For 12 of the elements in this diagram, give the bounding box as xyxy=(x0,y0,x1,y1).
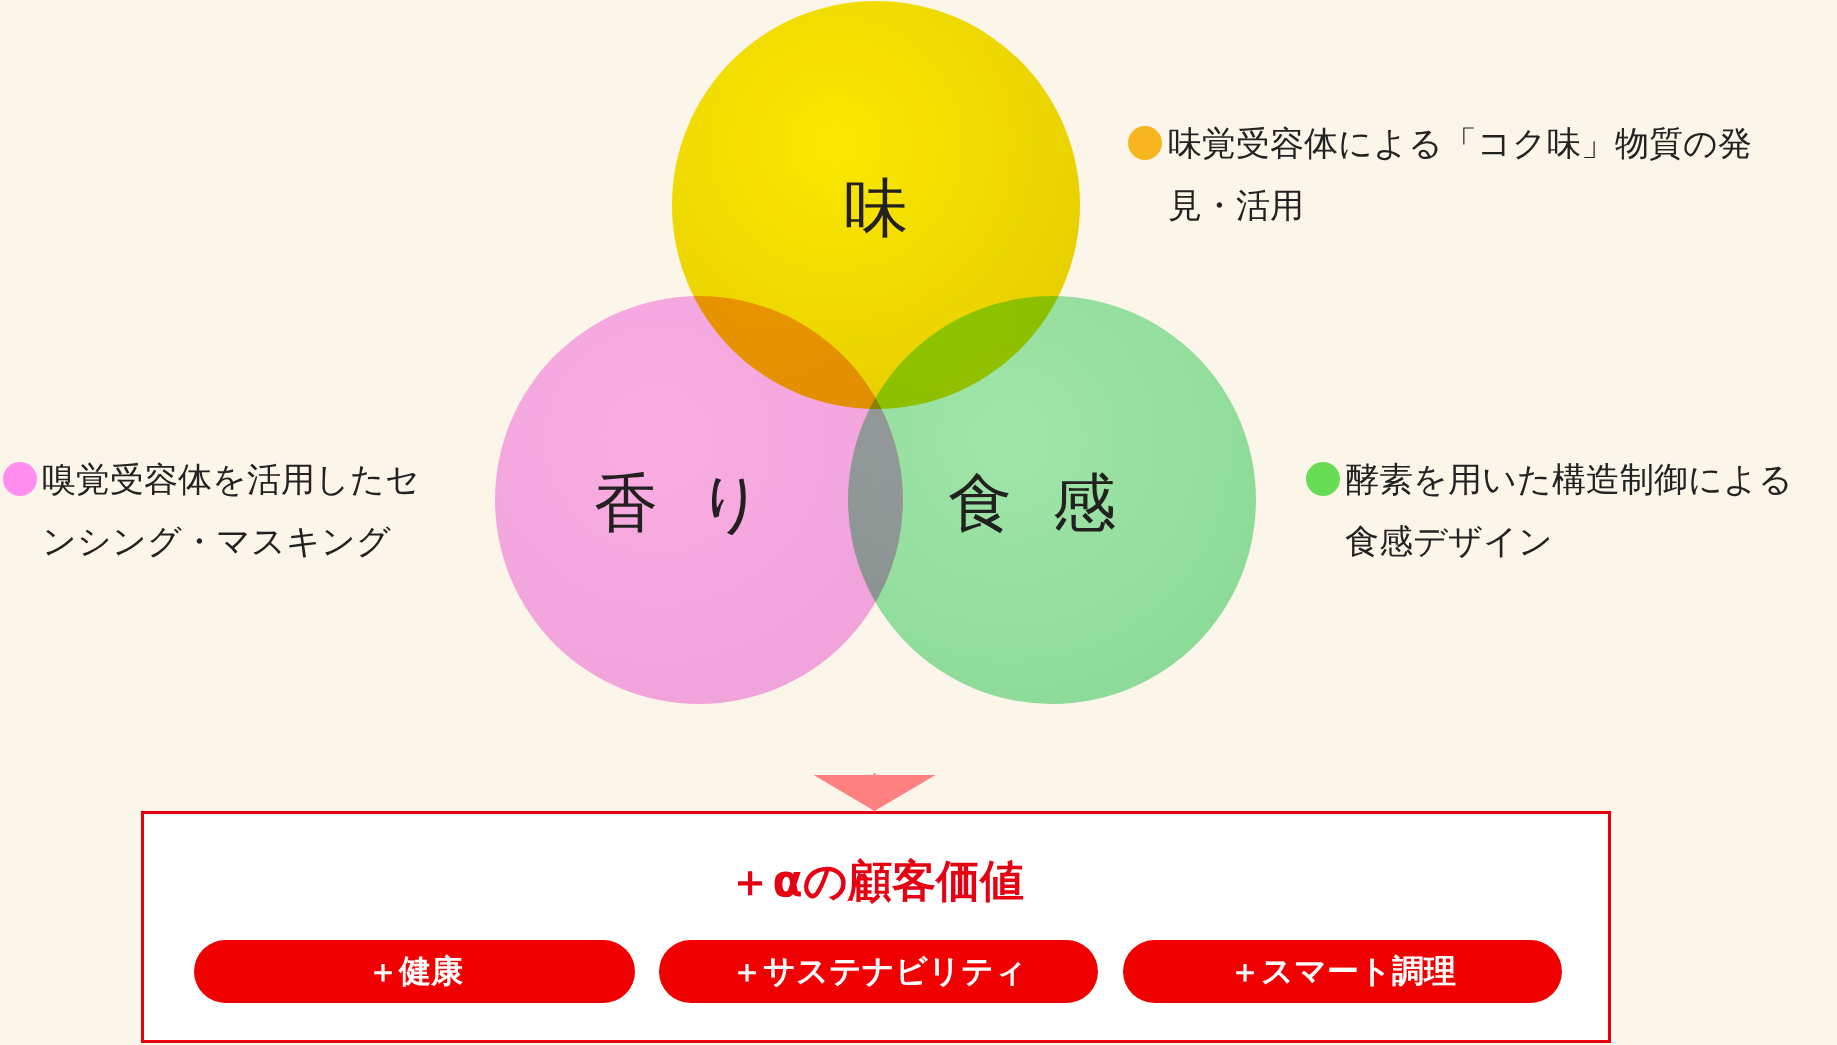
value-pill: ＋サステナビリティ xyxy=(659,940,1098,1003)
value-panel xyxy=(141,811,1611,1043)
circle-label: 香り xyxy=(593,465,805,542)
legend-text: 嗅覚受容体を活用したセンシング・マスキング xyxy=(42,458,421,563)
arrow xyxy=(813,772,936,812)
panel-title: ＋αの顧客価値 xyxy=(727,854,1025,908)
circle-label: 食感 xyxy=(947,465,1157,542)
legend-text: 味覚受容体による「コク味」物質の発見・活用 xyxy=(1168,122,1753,227)
circle-label: 味 xyxy=(843,170,909,247)
value-pill: ＋健康 xyxy=(194,940,635,1003)
legend-text: 酵素を用いた構造制御による食感デザイン xyxy=(1345,458,1794,563)
value-pill: ＋スマート調理 xyxy=(1123,940,1562,1003)
